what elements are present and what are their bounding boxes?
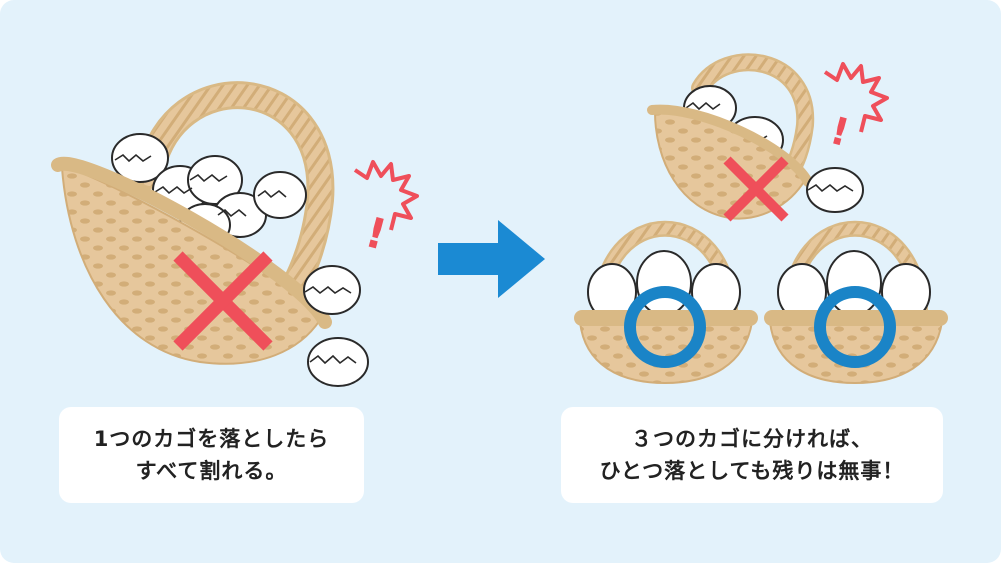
basket-safe-2 — [764, 220, 948, 385]
cross-mark-icon — [173, 251, 273, 351]
exclaim-right: ! — [826, 108, 854, 155]
caption-left-line2: すべて割れる。 — [135, 459, 288, 483]
big-basket — [51, 81, 335, 365]
exclaim-left: ! — [360, 207, 391, 259]
small-basket-dropped — [647, 53, 815, 222]
caption-right: ３つのカゴに分ければ、 ひとつ落としても残りは無事！ — [561, 407, 943, 503]
caption-right-line1: ３つのカゴに分ければ、 — [631, 427, 873, 451]
circle-mark-icon — [624, 286, 706, 368]
crash-burst-icon — [353, 160, 419, 231]
caption-left: 1つのカゴを落としたら すべて割れる。 — [59, 407, 364, 503]
arrow-right-icon — [438, 220, 545, 298]
cross-mark-icon-small — [723, 156, 789, 222]
basket-safe-1 — [574, 220, 758, 385]
caption-right-line2: ひとつ落としても残りは無事！ — [599, 459, 905, 483]
circle-mark-icon-2 — [814, 286, 896, 368]
caption-left-line1: 1つのカゴを落としたら — [93, 427, 330, 451]
falling-eggs-right — [806, 167, 864, 213]
crash-burst-icon-right — [823, 62, 889, 133]
